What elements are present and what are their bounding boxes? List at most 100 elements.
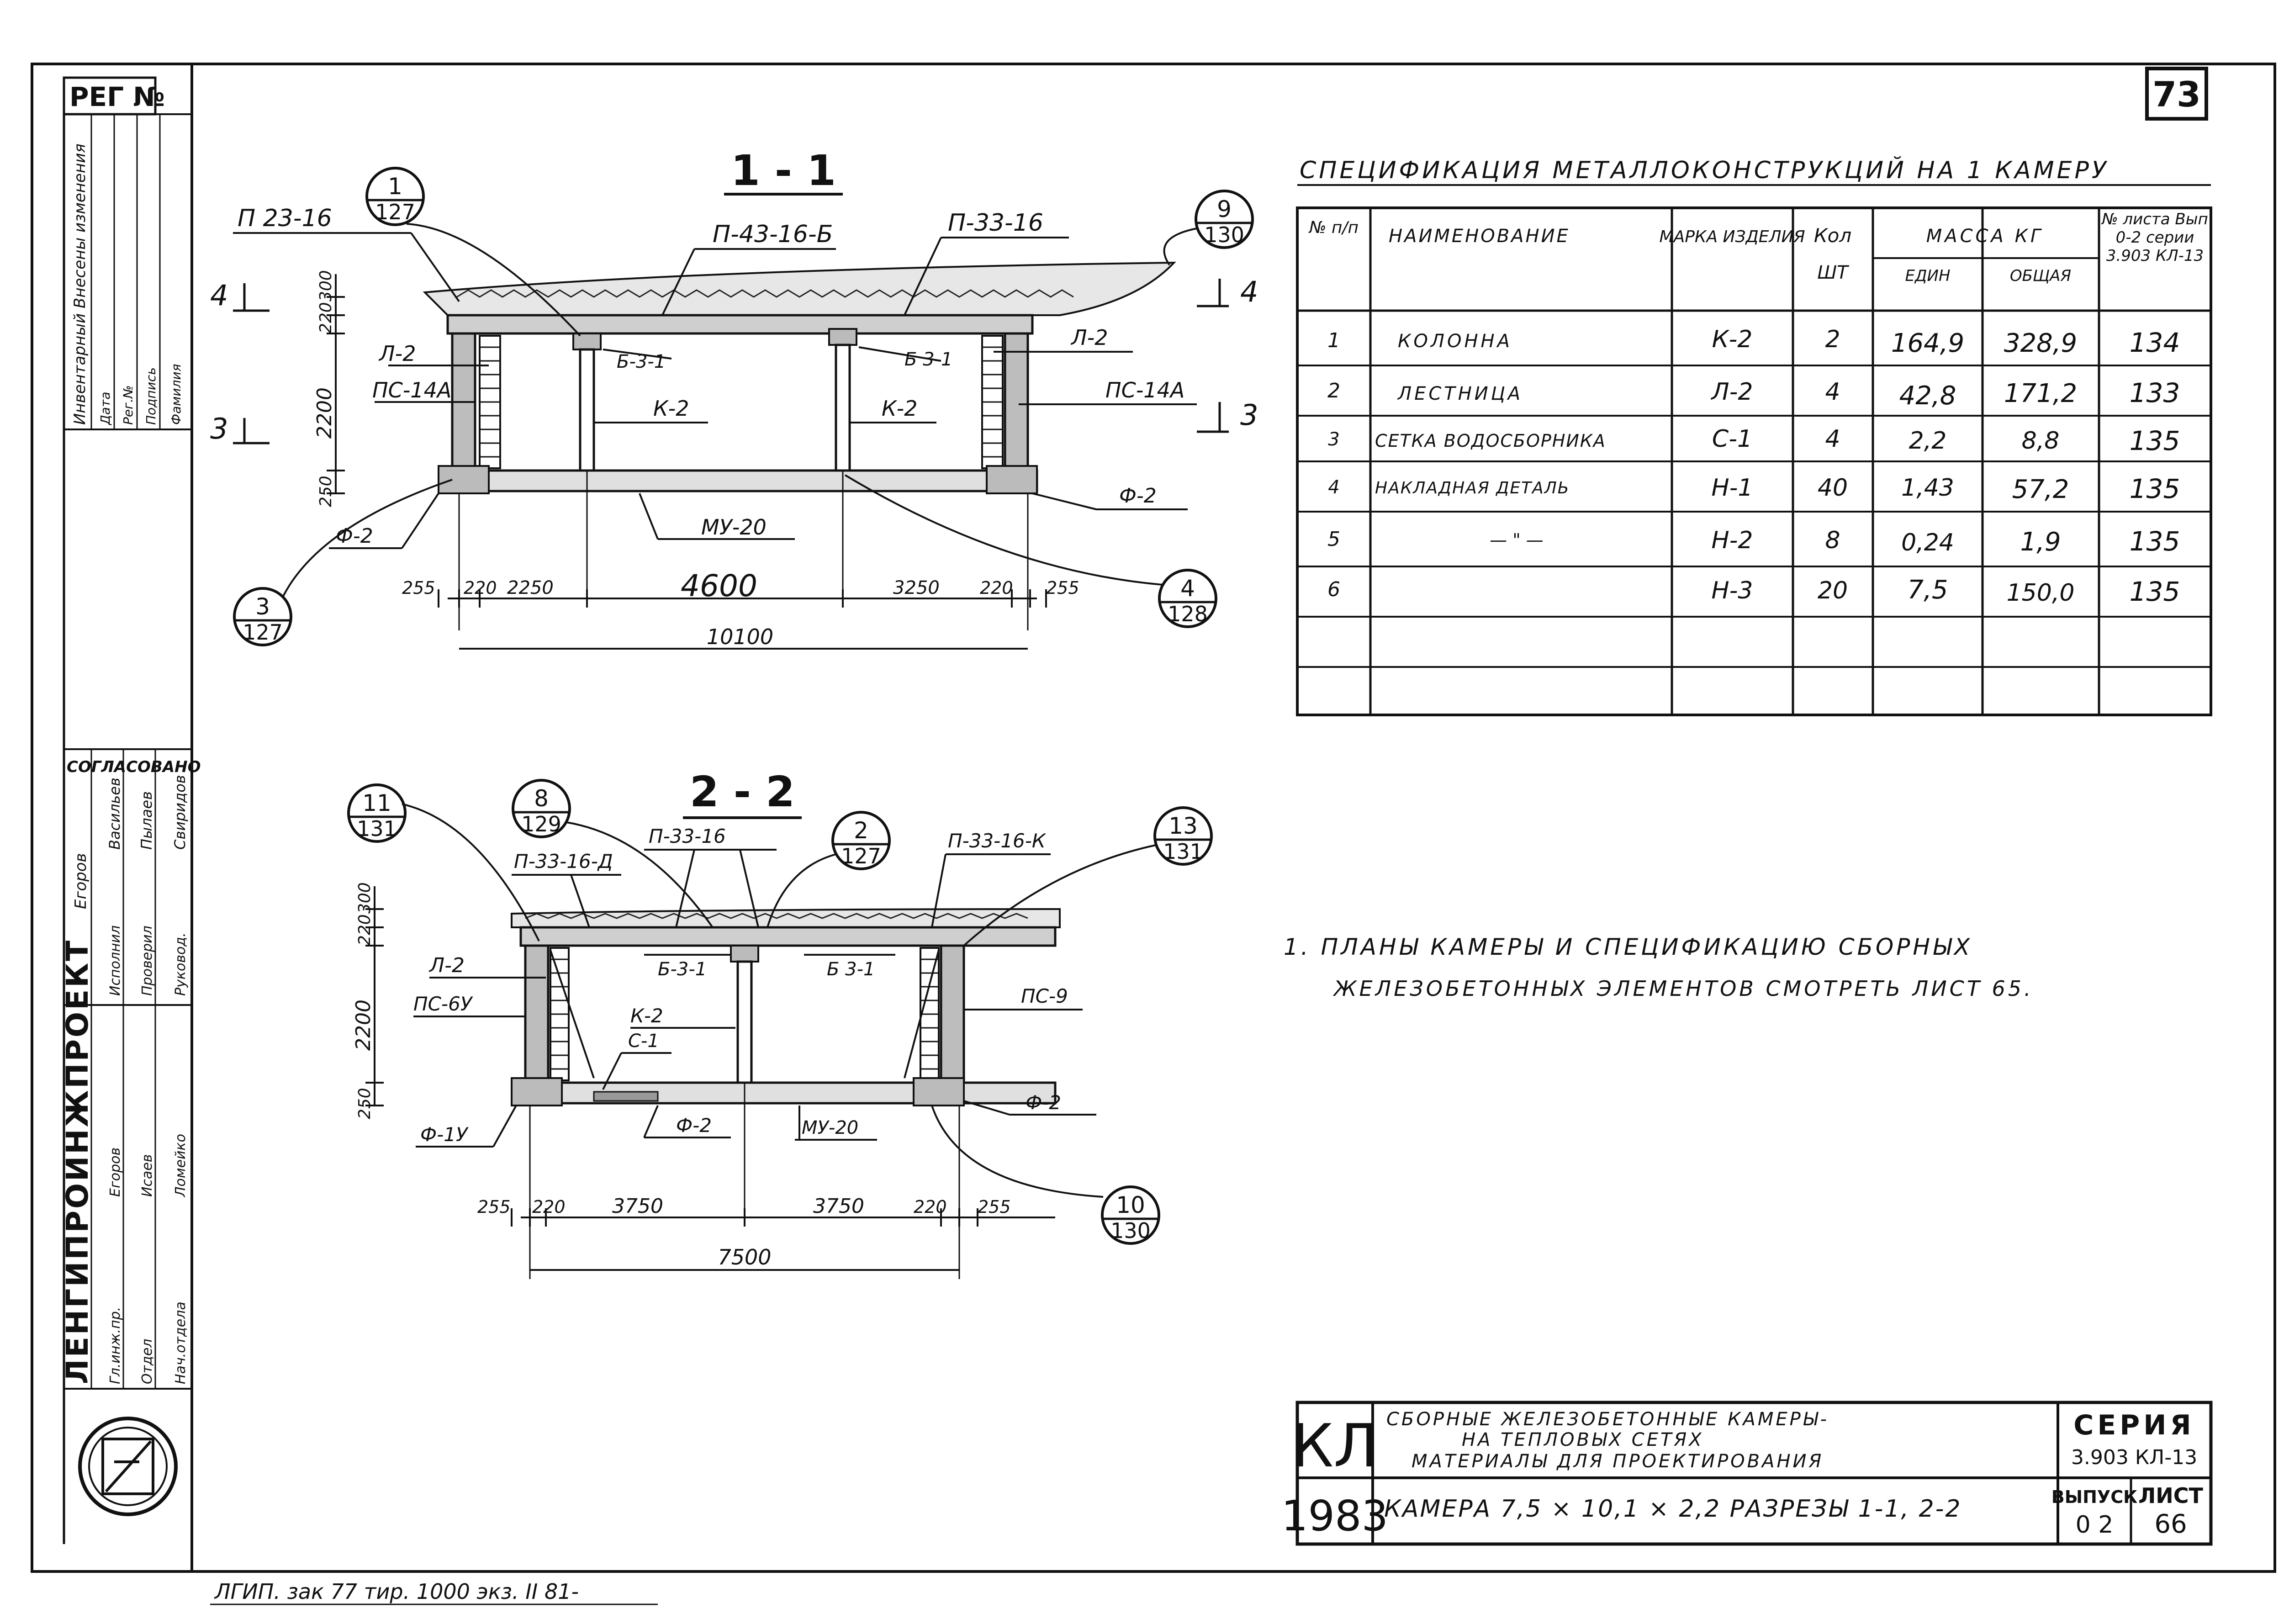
title-block: КЛ 1983 СБОРНЫЕ ЖЕЛЕЗОБЕТОННЫЕ КАМЕРЫ- Н… [1281, 1401, 2213, 1546]
s1-label-p33-16: П-33-16 [948, 209, 1043, 237]
tb-sheet-label: ЛИСТ [2138, 1483, 2203, 1508]
role-2: Проверил [139, 926, 155, 996]
svg-text:— " —: — " — [1490, 530, 1544, 550]
s2-hdim-1: 255 [477, 1197, 511, 1217]
s2-label-ps6u: ПС-6У [413, 993, 473, 1015]
hdr-qty-unit: ШТ [1817, 262, 1850, 283]
section-1-1-ground [423, 261, 1176, 316]
svg-text:Н-1: Н-1 [1712, 474, 1753, 502]
s2-callout-10-bottom: 130 [1110, 1218, 1151, 1243]
role-4: Гл.инж.пр. [107, 1307, 123, 1384]
s1-hdim-6: 220 [980, 578, 1013, 598]
svg-text:3: 3 [1328, 429, 1339, 450]
corner-number-box [2145, 67, 2208, 121]
svg-text:КОЛОННА: КОЛОННА [1398, 331, 1512, 352]
svg-text:150,0: 150,0 [2007, 579, 2075, 607]
signer-3: Егоров [107, 1148, 123, 1197]
changes-col-sign: Подпись [143, 367, 159, 425]
s1-level-4-right: 4 [1240, 275, 1258, 308]
role-1: Исполнил [107, 926, 123, 996]
s2-hdim-4: 3750 [813, 1195, 864, 1218]
agreed-name-3: Пылаев [138, 791, 155, 850]
s1-label-mu20: МУ-20 [701, 515, 767, 540]
s1-callout-1 [365, 167, 425, 226]
left-strip: РЕГ № Инвентарный Внесены изменения Дата… [60, 76, 201, 1544]
note: 1. ПЛАНЫ КАМЕРЫ И СПЕЦИФИКАЦИЮ СБОРНЫХ Ж… [1284, 934, 2034, 1001]
svg-text:2: 2 [1825, 326, 1840, 353]
s1-label-l2-left: Л-2 [378, 341, 416, 366]
s1-vdim-3: 2200 [313, 387, 336, 439]
s1-total-dim: 10100 [707, 624, 773, 649]
spec-row-4: 4 НАКЛАДНАЯ ДЕТАЛЬ Н-1 40 1,43 57,2 135 [1328, 473, 2180, 504]
s2-callout-13-top: 13 [1168, 813, 1198, 839]
s2-callout-11-bottom: 131 [357, 816, 397, 841]
s1-callout-9-bottom: 130 [1204, 222, 1244, 247]
tb-desc-line-2: НА ТЕПЛОВЫХ СЕТЯХ [1462, 1429, 1704, 1450]
s1-callout-1-bottom: 127 [375, 200, 415, 224]
svg-text:4: 4 [1825, 425, 1840, 453]
footer-print-note: ЛГИП. зак 77 тир. 1000 экз. II 81- [214, 1579, 579, 1604]
s2-callout-11 [347, 783, 407, 843]
svg-text:4: 4 [1328, 477, 1339, 498]
s1-vdim-4: 250 [317, 476, 335, 507]
svg-text:8: 8 [1825, 527, 1840, 554]
s2-callout-13-bottom: 131 [1163, 839, 1203, 864]
svg-text:1,43: 1,43 [1901, 474, 1954, 502]
section-2-2-title: 2 - 2 [690, 767, 795, 816]
s2-callout-2 [831, 811, 891, 870]
s2-callout-8 [512, 779, 571, 838]
tb-sheet-value: 66 [2154, 1509, 2187, 1539]
agreed-name-2: Васильев [106, 778, 123, 850]
svg-text:135: 135 [2130, 576, 2180, 607]
hdr-mark: МАРКА ИЗДЕЛИЯ [1660, 227, 1805, 246]
spec-table: СПЕЦИФИКАЦИЯ МЕТАЛЛОКОНСТРУКЦИЙ НА 1 КАМ… [1296, 156, 2212, 716]
s1-label-ps14a-right: ПС-14А [1105, 378, 1184, 402]
svg-text:6: 6 [1327, 578, 1340, 601]
reg-label: РЕГ № [69, 81, 165, 112]
s2-hdim-5: 220 [914, 1197, 947, 1217]
s1-vdim-1: 300 [317, 270, 335, 302]
s1-hdim-5: 3250 [893, 577, 940, 598]
s1-callout-3-bottom: 127 [243, 620, 283, 645]
signer-1: Ломейко [173, 1134, 189, 1197]
svg-text:171,2: 171,2 [2004, 379, 2077, 408]
s2-callout-8-bottom: 129 [521, 812, 561, 836]
svg-text:134: 134 [2130, 327, 2180, 358]
tb-desc-line-3: МАТЕРИАЛЫ ДЛЯ ПРОЕКТИРОВАНИЯ [1412, 1451, 1824, 1472]
s2-label-f1u: Ф-1У [420, 1123, 469, 1146]
s1-hdim-7: 255 [1046, 578, 1079, 598]
s2-label-c1: С-1 [628, 1031, 659, 1052]
svg-text:328,9: 328,9 [2004, 328, 2077, 358]
spec-row-3: 3 СЕТКА ВОДОСБОРНИКА С-1 4 2,2 8,8 135 [1328, 425, 2180, 456]
s1-label-f2-left: Ф-2 [336, 524, 373, 548]
svg-text:5: 5 [1327, 528, 1340, 551]
hdr-mass-total: ОБЩАЯ [2010, 267, 2071, 285]
spec-row-5: 5 — " — Н-2 8 0,24 1,9 135 [1327, 526, 2180, 557]
s2-hdim-6: 255 [978, 1197, 1011, 1217]
svg-text:20: 20 [1818, 577, 1848, 604]
s1-callout-9 [1195, 190, 1254, 249]
s2-callout-8-top: 8 [534, 785, 549, 812]
s2-label-f2-left: Ф-2 [676, 1114, 712, 1137]
s2-label-p33-16: П-33-16 [649, 825, 726, 847]
s1-callout-4-bottom: 128 [1168, 602, 1208, 626]
s2-callout-10 [1101, 1185, 1160, 1245]
s2-label-l2: Л-2 [428, 954, 465, 977]
svg-text:2,2: 2,2 [1909, 427, 1947, 455]
s2-label-b31-right: Б 3-1 [827, 959, 875, 980]
svg-text:40: 40 [1818, 474, 1848, 502]
s1-label-b31-left: Б-3-1 [617, 351, 666, 372]
s1-label-k2-left: К-2 [653, 396, 689, 421]
changes-col-reg: Рег.№ [121, 385, 136, 425]
spec-row-1: 1 КОЛОННА К-2 2 164,9 328,9 134 [1327, 326, 2180, 358]
section-1-1: 1 - 1 300 220 2200 250 4 3 [210, 146, 1258, 650]
s1-level-4-left: 4 [210, 279, 228, 312]
svg-text:СЕТКА ВОДОСБОРНИКА: СЕТКА ВОДОСБОРНИКА [1375, 431, 1606, 451]
note-line-2: ЖЕЛЕЗОБЕТОННЫХ ЭЛЕМЕНТОВ СМОТРЕТЬ ЛИСТ 6… [1332, 976, 2034, 1001]
svg-text:57,2: 57,2 [2012, 475, 2069, 504]
s1-vdim-2: 220 [317, 302, 335, 333]
s2-hdim-3: 3750 [612, 1195, 663, 1218]
section-1-1-slab [446, 314, 1034, 335]
s2-label-p33-16-k: П-33-16-К [948, 830, 1047, 852]
s1-label-k2-right: К-2 [882, 396, 918, 421]
